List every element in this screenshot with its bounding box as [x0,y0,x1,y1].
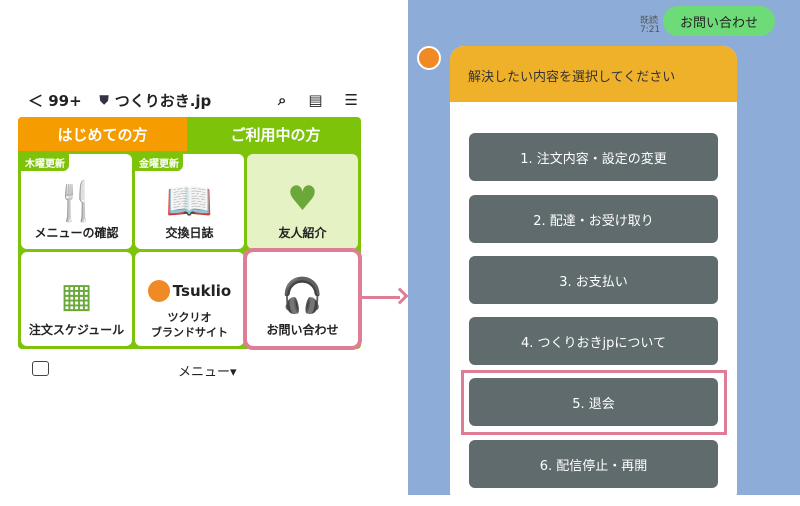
sent-message: お問い合わせ [663,6,775,36]
cell-label: 友人紹介 [278,226,327,240]
option-2[interactable]: 2. 配達・お受け取り [469,195,718,243]
search-icon[interactable]: ⌕ [277,91,287,109]
menu-check[interactable]: 木曜更新 🍴 メニューの確認 [21,154,132,249]
rich-menu: はじめての方 ご利用中の方 木曜更新 🍴 メニューの確認 金曜更新 📖 交換日誌… [18,117,362,350]
badge: 金曜更新 [135,154,183,171]
shield-icon: ⛊ [99,92,109,107]
calendar-icon: ▦ [60,276,93,316]
contact[interactable]: 🎧 お問い合わせ [243,248,362,350]
notes-icon[interactable]: ▤ [308,91,323,109]
option-3[interactable]: 3. お支払い [469,256,718,304]
option-5[interactable]: 5. 退会 [469,378,718,426]
menu-icon[interactable]: ☰ [344,91,358,109]
chat-header: ＜ 99+ ⛊ つくりおき.jp ⌕ ▤ ☰ [28,88,358,112]
cell-label: メニューの確認 [34,226,119,240]
option-6[interactable]: 6. 配信停止・再開 [469,440,718,488]
option-1[interactable]: 1. 注文内容・設定の変更 [469,133,718,181]
read-status: 既読 [640,16,659,26]
tab-members[interactable]: ご利用中の方 [230,125,321,144]
option-4[interactable]: 4. つくりおきjpについて [469,317,718,365]
arrow-icon [362,296,400,299]
message-time: 7:21 [640,25,661,35]
open-book-icon: 📖 [165,179,214,223]
account-name: つくりおき.jp [114,91,212,110]
keyboard-icon[interactable] [32,361,49,376]
menu-book-icon: 🍴 [52,179,101,223]
cell-label: 交換日誌 [165,226,214,240]
tsuklio-logo: Tsuklio [147,280,232,302]
highlight-box [461,370,727,435]
logo-text: Tsuklio [172,282,232,300]
menu-toggle[interactable]: メニュー▾ [178,365,237,380]
cell-label: ツクリオ ブランドサイト [151,311,228,339]
back-button[interactable]: ＜ 99+ [28,91,82,110]
cell-label: 注文スケジュール [28,323,125,337]
brand-site[interactable]: Tsuklio ツクリオ ブランドサイト [135,252,244,346]
bot-avatar [417,46,441,70]
tab-beginners[interactable]: はじめての方 [18,117,187,151]
cell-label: お問い合わせ [266,323,339,337]
arrow-head [391,287,409,305]
badge: 木曜更新 [21,154,69,171]
friend-referral[interactable]: ♥ 友人紹介 [247,154,358,249]
friends-heart-icon: ♥ [287,179,318,219]
order-schedule[interactable]: ▦ 注文スケジュール [21,252,132,346]
exchange-diary[interactable]: 金曜更新 📖 交換日誌 [135,154,244,249]
headset-icon: 🎧 [281,276,324,316]
card-title: 解決したい内容を選択してください [450,46,737,102]
